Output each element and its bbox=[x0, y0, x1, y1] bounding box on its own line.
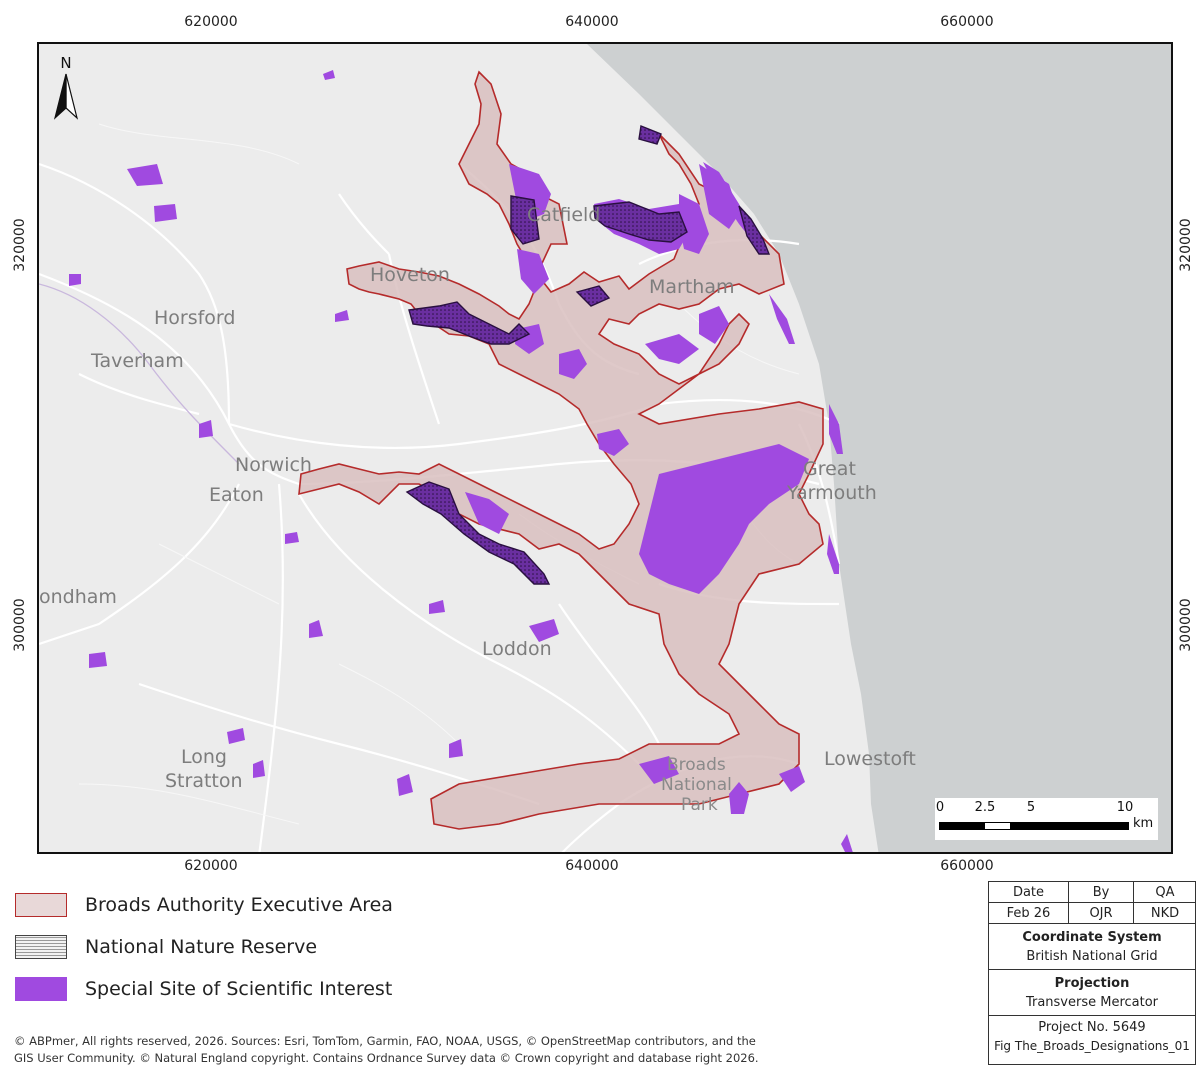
scale-label-5: 5 bbox=[1026, 800, 1036, 815]
legend-item-broads-area: Broads Authority Executive Area bbox=[15, 892, 393, 918]
nnr-sites bbox=[405, 125, 771, 585]
legend-swatch-sssi bbox=[15, 977, 67, 1001]
north-label: N bbox=[60, 54, 72, 72]
legend-swatch-broads-area bbox=[15, 893, 67, 917]
sssi-sites bbox=[69, 70, 853, 852]
place-eaton: Eaton bbox=[209, 484, 264, 506]
easting-label-660000-bottom: 660000 bbox=[940, 858, 994, 874]
place-great-yarmouth-line1: Great bbox=[803, 458, 856, 480]
by-value: OJR bbox=[1069, 903, 1134, 923]
legend-item-sssi: Special Site of Scientific Interest bbox=[15, 976, 392, 1002]
by-header: By bbox=[1069, 882, 1134, 902]
attribution-line-2: GIS User Community. © Natural England co… bbox=[14, 1051, 759, 1065]
date-value: Feb 26 bbox=[989, 903, 1069, 923]
projection-block: Projection Transverse Mercator bbox=[989, 970, 1195, 1016]
place-norwich: Norwich bbox=[235, 454, 312, 476]
sea-area bbox=[587, 44, 1171, 852]
northing-label-320000-right: 320000 bbox=[1178, 218, 1194, 272]
place-great-yarmouth-line2: Yarmouth bbox=[787, 482, 877, 504]
scale-label-10: 10 bbox=[1116, 800, 1134, 815]
scale-bar: 0 2.5 5 10 km bbox=[935, 798, 1158, 840]
qa-value: NKD bbox=[1150, 905, 1180, 921]
date-header: Date bbox=[989, 882, 1069, 902]
coordinate-system-block: Coordinate System British National Grid bbox=[989, 924, 1195, 970]
coordinate-system-heading: Coordinate System bbox=[1022, 930, 1162, 945]
attribution: © ABPmer, All rights reserved, 2026. Sou… bbox=[14, 1033, 804, 1067]
easting-label-660000: 660000 bbox=[940, 14, 994, 30]
project-number: Project No. 5649 bbox=[1038, 1020, 1146, 1035]
place-broads-np-line2: National bbox=[661, 775, 732, 795]
place-broads-np-line1: Broads bbox=[667, 755, 726, 775]
legend-label-broads-area: Broads Authority Executive Area bbox=[85, 894, 393, 916]
northing-label-320000: 320000 bbox=[12, 218, 28, 272]
north-arrow: N bbox=[51, 54, 81, 124]
place-lowestoft: Lowestoft bbox=[824, 748, 916, 770]
northing-label-300000: 300000 bbox=[12, 598, 28, 652]
figure-id: Fig The_Broads_Designations_01 bbox=[994, 1039, 1190, 1053]
place-taverham: Taverham bbox=[91, 350, 184, 372]
project-block: Project No. 5649 Fig The_Broads_Designat… bbox=[989, 1018, 1195, 1056]
place-wymondham: ondham bbox=[39, 586, 117, 608]
easting-label-640000-bottom: 640000 bbox=[565, 858, 619, 874]
map-canvas[interactable]: N Hoveton Catfield Martham Horsford Tave… bbox=[37, 42, 1173, 854]
place-loddon: Loddon bbox=[482, 638, 552, 660]
easting-label-620000-bottom: 620000 bbox=[184, 858, 238, 874]
place-martham: Martham bbox=[649, 276, 735, 298]
broads-executive-area bbox=[298, 70, 824, 830]
place-broads-np-line3: Park bbox=[681, 795, 718, 815]
scale-label-0: 0 bbox=[935, 800, 945, 815]
easting-label-640000: 640000 bbox=[565, 14, 619, 30]
attribution-line-1: © ABPmer, All rights reserved, 2026. Sou… bbox=[14, 1034, 756, 1048]
north-arrow-icon bbox=[53, 73, 79, 120]
projection-value: Transverse Mercator bbox=[1025, 995, 1159, 1010]
legend-item-nnr: National Nature Reserve bbox=[15, 934, 317, 960]
qa-header: QA bbox=[1155, 884, 1175, 900]
place-catfield: Catfield bbox=[527, 204, 601, 226]
scale-unit: km bbox=[1133, 816, 1154, 831]
northing-label-300000-right: 300000 bbox=[1178, 598, 1194, 652]
title-values-row: Feb 26 OJR NKD bbox=[989, 903, 1195, 924]
title-header-row: Date By QA bbox=[989, 882, 1195, 903]
legend-label-sssi: Special Site of Scientific Interest bbox=[85, 978, 393, 1000]
place-hoveton: Hoveton bbox=[370, 264, 450, 286]
title-block: Date By QA Feb 26 OJR NKD Coordinate Sys… bbox=[988, 881, 1196, 1065]
legend-label-nnr: National Nature Reserve bbox=[85, 936, 318, 958]
place-long-stratton-line2: Stratton bbox=[165, 770, 243, 792]
legend-swatch-nnr bbox=[15, 935, 67, 959]
place-horsford: Horsford bbox=[154, 307, 236, 329]
coordinate-system-value: British National Grid bbox=[1026, 949, 1158, 964]
map-svg bbox=[39, 44, 1171, 852]
scale-label-2-5: 2.5 bbox=[974, 800, 996, 815]
projection-heading: Projection bbox=[1054, 976, 1130, 991]
scale-bar-graphic bbox=[939, 822, 1129, 830]
easting-label-620000: 620000 bbox=[184, 14, 238, 30]
place-long-stratton-line1: Long bbox=[181, 746, 227, 768]
